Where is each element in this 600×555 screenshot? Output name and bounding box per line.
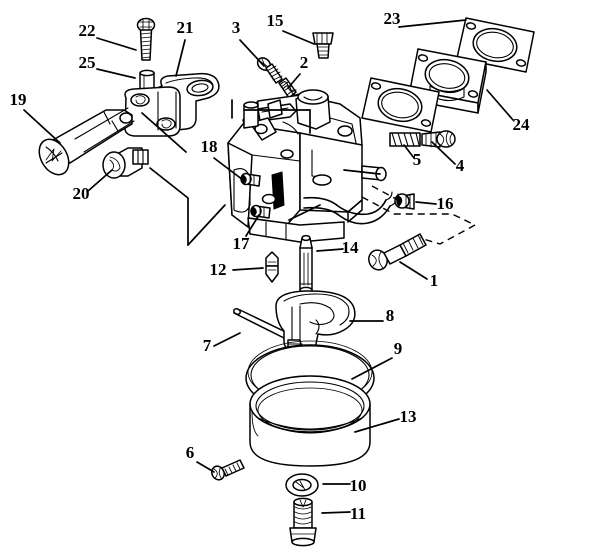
callout-label-2: 2: [300, 53, 309, 72]
part-idle-speed-spring: [389, 132, 421, 147]
callout-label-24: 24: [513, 115, 531, 134]
part-bowl-vent-screw: [312, 32, 334, 59]
callout-label-16: 16: [437, 194, 454, 213]
part-insulator-gasket-lower: [361, 77, 440, 133]
assembly-dash-right: [361, 196, 476, 226]
callout-label-11: 11: [350, 504, 366, 523]
callout-label-12: 12: [210, 260, 227, 279]
callout-label-4: 4: [456, 156, 465, 175]
assembly-dash-bolt: [419, 224, 476, 245]
part-fuel-inlet-fitting: [394, 193, 415, 210]
part-insulator-block: [409, 48, 487, 114]
leader-lines: [23, 19, 514, 514]
callout-label-10: 10: [350, 476, 367, 495]
part-idle-speed-screw: [421, 130, 456, 148]
part-bowl-drain-screw: [211, 459, 245, 481]
callout-label-22: 22: [79, 21, 96, 40]
callout-label-13: 13: [400, 407, 417, 426]
callout-label-3: 3: [232, 18, 241, 37]
assembly-dash-inlet: [371, 185, 399, 201]
part-body-screw-upper: [240, 172, 261, 187]
callout-label-14: 14: [342, 238, 360, 257]
part-body-screw-lower: [250, 204, 271, 219]
callout-label-25: 25: [79, 53, 96, 72]
callout-label-20: 20: [73, 184, 90, 203]
part-bracket-bolt: [136, 17, 156, 61]
callout-label-23: 23: [384, 9, 401, 28]
callout-labels: 1 2 3 4 5 6 7 8 9 10 11 12 13 14 15 16 1…: [10, 9, 531, 523]
callout-label-18: 18: [201, 137, 218, 156]
callout-label-8: 8: [386, 306, 395, 325]
callout-label-6: 6: [186, 443, 195, 462]
part-insulator-gasket-upper: [456, 17, 535, 73]
callout-label-17: 17: [233, 234, 251, 253]
callout-label-7: 7: [203, 336, 212, 355]
callout-label-19: 19: [10, 90, 27, 109]
part-bowl-retaining-bolt: [289, 497, 317, 547]
callout-label-5: 5: [413, 150, 422, 169]
part-float-bowl: [249, 375, 371, 467]
callout-label-1: 1: [430, 271, 439, 290]
part-main-jet: [299, 234, 313, 294]
part-choke-shaft: [38, 107, 135, 176]
part-drain-washer: [285, 473, 319, 497]
callout-label-9: 9: [394, 339, 403, 358]
part-inlet-needle: [265, 251, 279, 283]
part-shaft-bushing: [102, 147, 149, 179]
callout-label-21: 21: [177, 18, 194, 37]
callout-label-15: 15: [267, 11, 284, 30]
part-throttle-bracket: [124, 72, 220, 137]
part-flange-bolt: [368, 233, 427, 271]
